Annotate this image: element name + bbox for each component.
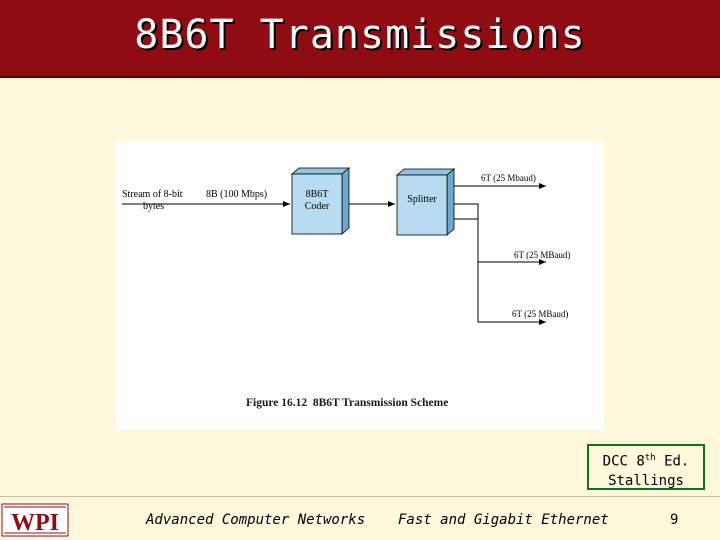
dcc-line1-suffix: Ed. bbox=[655, 453, 690, 470]
wpi-logo: WPI bbox=[0, 500, 72, 540]
dcc-reference-box: DCC 8th Ed. Stallings bbox=[587, 444, 705, 490]
dcc-line1-sup: th bbox=[644, 453, 656, 463]
output3-label: 6T (25 MBaud) bbox=[512, 309, 568, 319]
rate-label: 8B (100 Mbps) bbox=[206, 189, 267, 200]
footer-divider bbox=[0, 496, 720, 497]
figure-caption: Figure 16.12 8B6T Transmission Scheme bbox=[246, 397, 448, 409]
input-label-line2: bytes bbox=[143, 201, 164, 212]
coder-label-line2: Coder bbox=[305, 201, 330, 212]
footer-topic: Fast and Gigabit Ethernet bbox=[398, 512, 609, 528]
slide-title: 8B6T Transmissions bbox=[134, 12, 586, 58]
splitter-label: Splitter bbox=[407, 194, 437, 205]
figure-panel: Stream of 8-bit bytes 8B (100 Mbps) 8B6T… bbox=[116, 141, 604, 430]
title-bar: 8B6T Transmissions bbox=[0, 0, 720, 78]
dcc-line1: DCC 8th Ed. bbox=[589, 449, 703, 472]
dcc-line1-prefix: DCC 8 bbox=[602, 453, 645, 470]
coder-box: 8B6T Coder bbox=[290, 167, 351, 235]
transmission-diagram: Stream of 8-bit bytes 8B (100 Mbps) 8B6T… bbox=[122, 167, 570, 409]
wpi-logo-text: WPI bbox=[11, 510, 59, 536]
output1-label: 6T (25 Mbaud) bbox=[481, 173, 536, 183]
output2-label: 6T (25 MBaud) bbox=[514, 250, 570, 260]
input-label-line1: Stream of 8-bit bbox=[122, 189, 183, 200]
coder-label-line1: 8B6T bbox=[306, 189, 329, 200]
output3-arrow bbox=[454, 218, 546, 325]
dcc-line2: Stallings bbox=[608, 472, 684, 489]
footer-course: Advanced Computer Networks bbox=[146, 512, 366, 528]
splitter-box: Splitter bbox=[395, 168, 456, 236]
page-number: 9 bbox=[670, 512, 679, 528]
